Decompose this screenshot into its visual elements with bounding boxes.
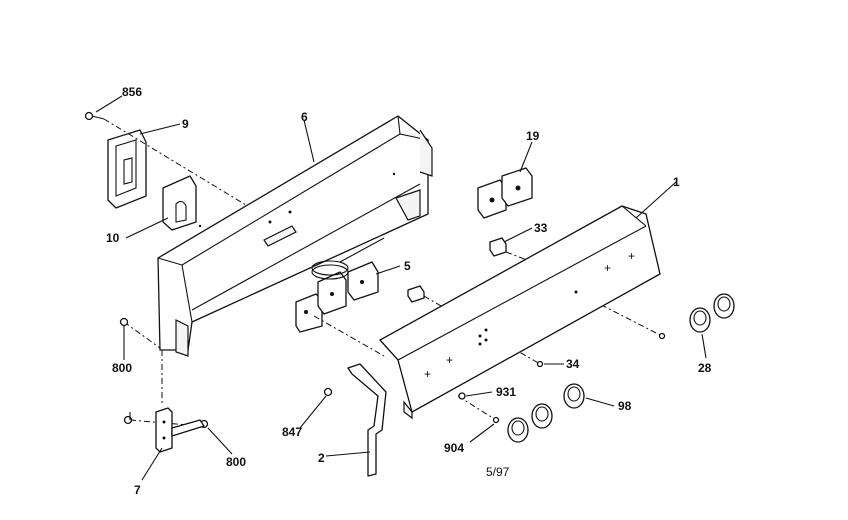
callout-9: 9 <box>182 117 189 131</box>
callout-10: 10 <box>106 231 120 245</box>
centerline-931 <box>457 395 497 421</box>
callout-labels: 856 9 6 19 1 10 33 5 800 34 28 931 98 84… <box>106 85 712 497</box>
backsplash-6 <box>157 115 433 357</box>
clip-34 <box>407 285 425 303</box>
leader-lines <box>95 95 707 481</box>
knobs-98 <box>507 383 585 443</box>
callout-28: 28 <box>698 361 712 375</box>
switch-assembly-5 <box>295 237 385 333</box>
callout-5: 5 <box>404 259 411 273</box>
callout-847: 847 <box>282 425 302 439</box>
bracket-7 <box>155 407 205 453</box>
centerline-5 <box>313 315 385 357</box>
screw-931 <box>458 392 466 400</box>
callout-931: 931 <box>496 385 516 399</box>
callout-1: 1 <box>673 175 680 189</box>
screw-904 <box>492 416 500 424</box>
centerline-800a <box>123 321 161 349</box>
screw-panel <box>658 332 666 340</box>
knobs-28 <box>689 293 735 333</box>
svg-text:+: + <box>604 261 611 275</box>
callout-98: 98 <box>618 399 632 413</box>
bracket-10 <box>162 175 197 231</box>
callout-6: 6 <box>301 110 308 124</box>
callout-33: 33 <box>534 221 548 235</box>
centerline-34 <box>423 295 541 365</box>
callout-800-upper: 800 <box>112 361 132 375</box>
callout-800-lower: 800 <box>226 455 246 469</box>
svg-text:+: + <box>424 367 431 381</box>
date-code: 5/97 <box>486 465 510 479</box>
switch-19 <box>477 167 533 219</box>
callout-7: 7 <box>134 483 141 497</box>
callout-856: 856 <box>122 85 142 99</box>
screw-800-upper <box>119 317 129 327</box>
callout-19: 19 <box>526 129 540 143</box>
svg-text:+: + <box>446 353 453 367</box>
bracket-9 <box>107 129 147 209</box>
screw-856 <box>84 111 105 121</box>
svg-text:+: + <box>628 249 635 263</box>
clip-33 <box>489 237 507 257</box>
screw-847 <box>323 387 333 397</box>
callout-2: 2 <box>318 451 325 465</box>
end-bracket-2 <box>347 363 387 477</box>
screw-34 <box>536 360 544 368</box>
control-panel-1: + + + + <box>379 205 661 420</box>
callout-904: 904 <box>444 441 464 455</box>
callout-34: 34 <box>566 357 580 371</box>
